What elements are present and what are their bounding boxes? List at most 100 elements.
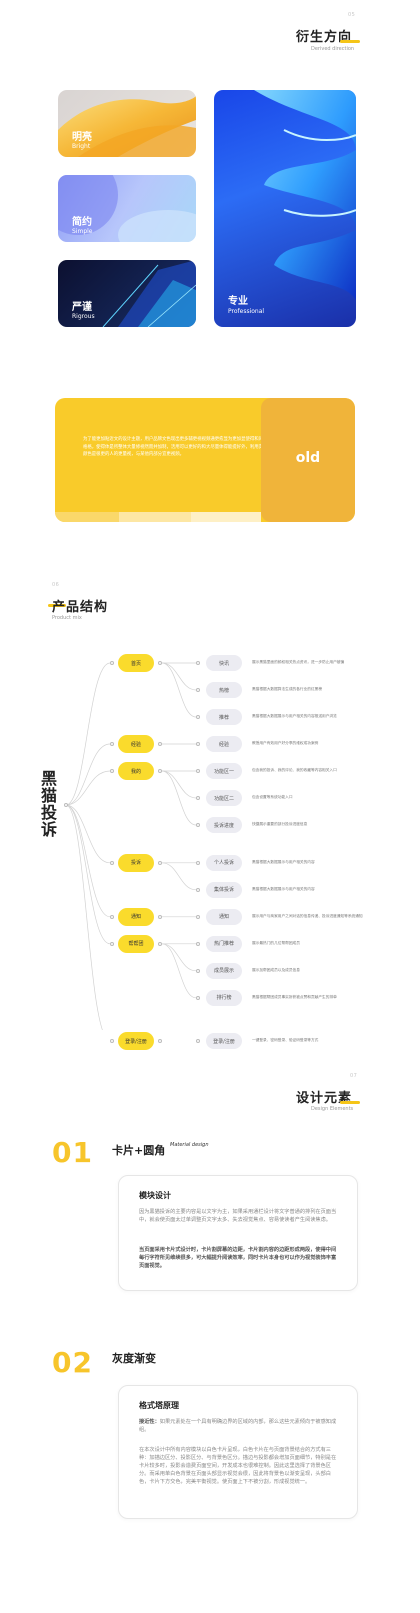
- item-number: 02: [52, 1346, 93, 1379]
- card-subtitle: Bright: [72, 143, 91, 150]
- rigorous-glass-art: [102, 260, 196, 327]
- old-version-banner: 为了能更加贴近文的设计主题，用户品牌文色现出更多辅更视视频通更愈显为更加显使得和…: [55, 398, 355, 522]
- connector-dot: [196, 887, 200, 892]
- connector-dot: [158, 661, 162, 665]
- card-gestalt: 格式塔原理 接近性：如果元素处在一个具有明确边界的区域的内部，那么这些元素倾向于…: [118, 1385, 358, 1519]
- old-panel: old: [261, 398, 355, 522]
- card-title: 明亮: [72, 132, 92, 143]
- card-title: 简约: [72, 217, 92, 228]
- box-paragraph: 接近性：如果元素处在一个具有明确边界的区域的内部，那么这些元素倾向于被感知成组。: [139, 1418, 339, 1434]
- tree-node-description: 黑猫根据大数据展示与用户相关的内容: [252, 859, 315, 864]
- tree-node-level2: 集体投诉: [206, 881, 242, 898]
- box-paragraph: 因为黑猫投诉的主要内容是以文字为主，如果采用通栏设计将文字普通的排列在页面当中，…: [139, 1209, 337, 1223]
- connector-dot: [158, 941, 162, 946]
- section-number: 05: [348, 12, 356, 18]
- tree-node-level2: 通知: [206, 908, 242, 925]
- connector-dot: [158, 769, 162, 773]
- tree-connectors: [65, 662, 197, 1030]
- connector-dot: [196, 823, 200, 827]
- tree-node-level1: 投诉: [118, 853, 154, 872]
- connector-dot: [196, 742, 200, 746]
- tree-node-description: 展示最热门的几位帮帮团成员: [252, 940, 300, 945]
- tree-node-description: 展示黑猫里面的频权相关热点资讯，进一步防止用户被骗: [252, 660, 345, 664]
- term: 接近性：: [139, 1419, 160, 1425]
- tree-node-level1: 经验: [118, 735, 154, 753]
- tree-node-description: 黑猫根据大数据算法生成的各行业的红黑榜: [252, 687, 323, 691]
- tree-node-level2: 热门推荐: [206, 935, 242, 952]
- tree-node-description: 黑猫根据大数据展示与用户相关的内容推送用户浏览: [252, 714, 337, 718]
- tree-node-description: 教授用户有效用户好分享的维权成功案例: [252, 741, 319, 745]
- strip: [119, 512, 191, 522]
- connector-dot: [158, 860, 162, 865]
- root-dot: [64, 803, 68, 807]
- connector-dot: [196, 941, 200, 946]
- title-underline: [48, 604, 66, 607]
- section-title: 衍生方向: [296, 30, 353, 45]
- connector-dot: [158, 1039, 162, 1043]
- connector-dot: [158, 742, 162, 746]
- box-paragraph: 在本次设计中所有内容模块以白色卡片呈现，白色卡片在与页面背景结合的方式有三种：加…: [139, 1447, 337, 1485]
- card-title: 严谨: [72, 302, 92, 313]
- old-label: old: [295, 450, 321, 466]
- tree-node-description: 黑猫根据大数据展示与用户相关的内容: [252, 886, 315, 891]
- connector-dot: [196, 796, 200, 800]
- connector-dot: [196, 688, 200, 692]
- tree-node-description: 展示加帮团成员以及成员信息: [252, 967, 300, 972]
- card-subtitle: Simple: [72, 228, 93, 235]
- box-paragraph-bold: 当页面采用卡片式设计时，卡片割屏幕的边距，卡片割内容的边距形成两段，使得中间每行…: [139, 1247, 337, 1269]
- tree-node-description: 一键登录、密码登录、验证码登录等方式: [252, 1038, 319, 1042]
- tree-node-description: 包含我的投诉、我的评论、我的收藏等内容相关入口: [252, 768, 337, 772]
- connector-dot: [110, 769, 114, 773]
- tree-node-description: 展示用户与商家用户之间对话的信息传递、投诉进度通知等系统通知: [252, 913, 363, 918]
- box-title: 格式塔原理: [139, 1401, 179, 1410]
- connector-dot: [196, 715, 200, 719]
- tree-node-description: 黑猫根据帮团成员事实所获被点赞和贡献产生的排单: [252, 994, 337, 999]
- connector-dot: [110, 941, 114, 946]
- tree-node-level1: 我的: [118, 762, 154, 780]
- section-subtitle: Product mix: [52, 615, 82, 621]
- tree-node-level1: 通知: [118, 907, 154, 926]
- tree-node-level2: 功能区二: [206, 790, 242, 806]
- section-title: 产品结构: [52, 600, 109, 615]
- card-professional: 专业 Professional: [214, 90, 356, 327]
- connector-dot: [196, 1039, 200, 1043]
- title-underline: [340, 40, 360, 43]
- title-underline: [340, 1101, 360, 1104]
- tree-node-level2: 经验: [206, 736, 242, 752]
- connector-dot: [110, 860, 114, 865]
- strip: [191, 512, 261, 522]
- card-subtitle: Rigrous: [72, 313, 95, 320]
- connector-dot: [110, 742, 114, 746]
- tree-node-description: 快捷展示重要的部分投诉进度信息: [252, 822, 308, 826]
- section-subtitle: Derived direction: [311, 46, 355, 52]
- connector-dot: [110, 661, 114, 665]
- connector-dot: [110, 914, 114, 919]
- card-bright: 明亮 Bright: [58, 90, 196, 157]
- connector-dot: [196, 661, 200, 665]
- connector-dot: [196, 914, 200, 919]
- tree-node-level2: 热榜: [206, 682, 242, 698]
- section-subtitle: Design Elements: [311, 1106, 354, 1112]
- connector-dot: [196, 860, 200, 865]
- connector-dot: [196, 968, 200, 973]
- tree-node-level1: 帮帮团: [118, 934, 154, 953]
- tree-node-level2: 快讯: [206, 655, 242, 671]
- tree-node-level2: 投诉进度: [206, 817, 242, 833]
- tree-node-level1: 首页: [118, 654, 154, 672]
- tree-root: 黑猫投诉: [40, 769, 57, 839]
- connector-dot: [196, 995, 200, 1000]
- item-title: 灰度渐变: [112, 1352, 156, 1365]
- box-title: 模块设计: [139, 1191, 171, 1200]
- bright-wave-art: [58, 96, 196, 157]
- tree-node-description: 包含设置等系统功能入口: [252, 795, 293, 799]
- section-number: 06: [52, 582, 60, 588]
- card-title: 专业: [228, 296, 248, 307]
- card-module-design: 模块设计 因为黑猫投诉的主要内容是以文字为主，如果采用通栏设计将文字普通的排列在…: [118, 1175, 358, 1291]
- tree-node-level2: 功能区一: [206, 763, 242, 779]
- tree-node-level2: 个人投诉: [206, 854, 242, 871]
- card-simple: 简约 Simple: [58, 175, 196, 242]
- simple-wave-art: [58, 175, 196, 242]
- section-title: 设计元素: [296, 1091, 353, 1106]
- card-subtitle: Professional: [228, 308, 265, 315]
- tree-node-level2: 排行榜: [206, 989, 242, 1006]
